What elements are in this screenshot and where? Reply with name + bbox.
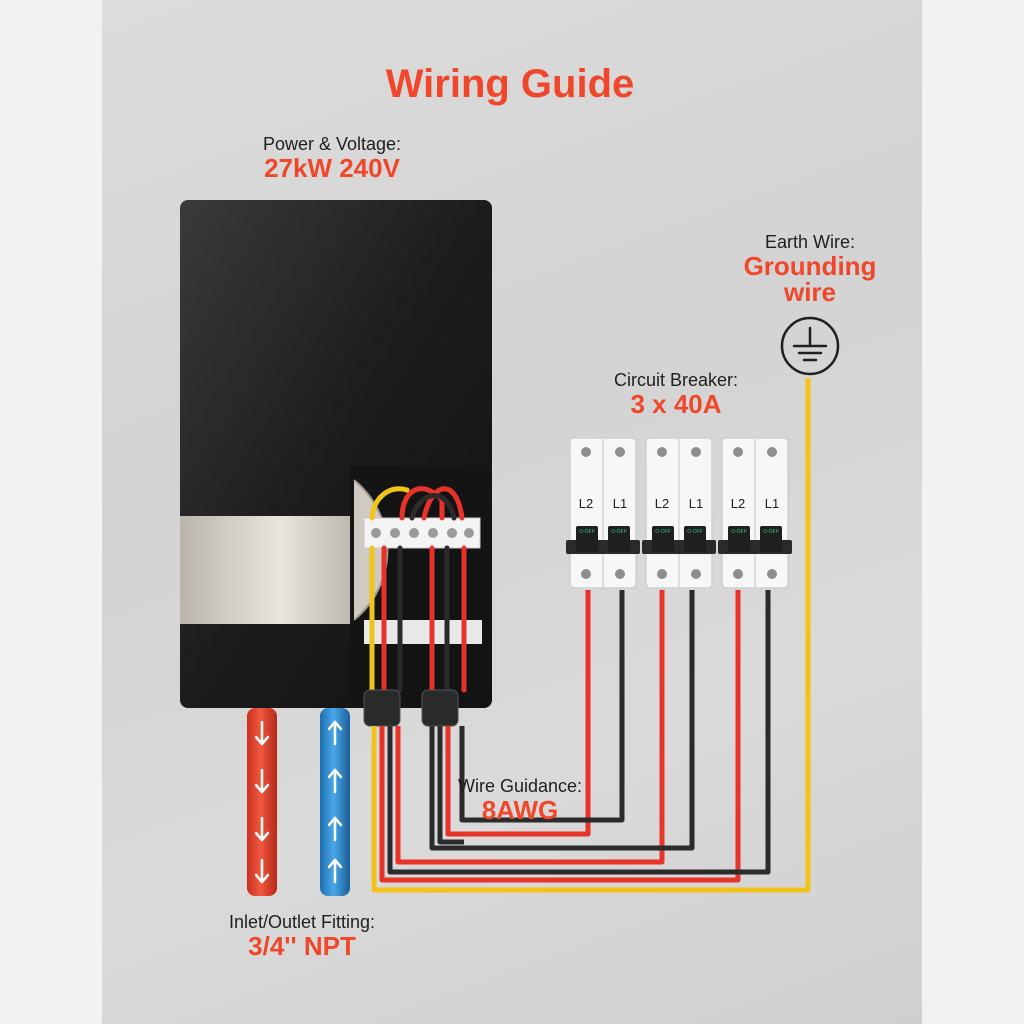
terminal-block xyxy=(363,517,481,549)
ground-symbol xyxy=(780,316,840,376)
wire-l2-breaker-3 xyxy=(379,590,741,883)
breaker-1: O-OFF O-OFF L2 L1 xyxy=(566,437,640,589)
terminal-block-body xyxy=(363,517,481,549)
wire-ground xyxy=(371,378,811,893)
internal-wire-top-black xyxy=(409,493,457,521)
cable-glands xyxy=(363,689,459,727)
breaker-1-top-screw-1 xyxy=(581,447,591,457)
breaker-label: Circuit Breaker: 3 x 40A xyxy=(614,370,738,417)
outlet-arrow-4 xyxy=(254,858,270,884)
heater-silver-band xyxy=(180,516,380,624)
breaker-3-lever-l1 xyxy=(760,526,782,552)
page-title: Wiring Guide xyxy=(385,62,635,106)
breaker-2-bottom-screw-2 xyxy=(691,569,701,579)
internal-wires xyxy=(369,486,467,693)
wire-l1-breaker-3 xyxy=(387,590,771,875)
breaker-3-switch-text-1: O-OFF xyxy=(731,529,747,535)
wire-guide-black xyxy=(437,726,464,845)
breaker-3-lever-l2 xyxy=(728,526,750,552)
inlet-arrow-3 xyxy=(327,816,343,842)
fitting-label: Inlet/Outlet Fitting: 3/4'' NPT xyxy=(229,912,375,959)
earth-caption: Earth Wire: xyxy=(764,232,856,252)
breaker-3-pole-label-l2: L2 xyxy=(731,496,745,511)
breaker-3: O-OFF O-OFF L2 L1 xyxy=(718,437,792,589)
wire-label: Wire Guidance: 8AWG xyxy=(458,776,582,823)
inlet-arrow-1 xyxy=(327,720,343,746)
power-caption: Power & Voltage: xyxy=(262,134,402,154)
wire-caption: Wire Guidance: xyxy=(457,776,583,796)
breaker-2-pole-label-l1: L1 xyxy=(689,496,703,511)
breaker-2-lever-l2 xyxy=(652,526,674,552)
wire-l2-breaker-2 xyxy=(395,590,665,865)
breaker-1-lever-l2 xyxy=(576,526,598,552)
wire-l2-breaker-1 xyxy=(445,590,591,837)
inlet-pipe xyxy=(320,708,350,896)
terminal-screw-3 xyxy=(409,528,419,538)
outlet-pipe-body xyxy=(247,708,277,896)
ground-circle xyxy=(780,316,840,376)
breaker-1-bottom-screw-1 xyxy=(581,569,591,579)
breaker-caption: Circuit Breaker: xyxy=(613,370,739,390)
breaker-2-bottom-screw-1 xyxy=(657,569,667,579)
breaker-1-switch-text-2: O-OFF xyxy=(611,529,627,535)
power-label: Power & Voltage: 27kW 240V xyxy=(263,134,401,181)
power-value: 27kW 240V xyxy=(264,153,400,183)
breaker-2-switch-text-1: O-OFF xyxy=(655,529,671,535)
wire-l1-breaker-1 xyxy=(459,590,625,823)
earth-value-line2: wire xyxy=(783,277,837,307)
wire-value: 8AWG xyxy=(481,795,559,825)
outlet-arrow-1 xyxy=(254,720,270,746)
internal-wire-top-yellow xyxy=(369,486,410,521)
terminal-screw-6 xyxy=(464,528,474,538)
cable-gland-right xyxy=(421,689,459,727)
breaker-2-lever-l1 xyxy=(684,526,706,552)
breaker-2-pole-label-l2: L2 xyxy=(655,496,669,511)
breaker-3-top-screw-1 xyxy=(733,447,743,457)
breaker-3-pole-label-l1: L1 xyxy=(765,496,779,511)
breaker-3-switch-text-2: O-OFF xyxy=(763,529,779,535)
inlet-arrow-4 xyxy=(327,858,343,884)
external-wires xyxy=(371,378,811,893)
fitting-caption: Inlet/Outlet Fitting: xyxy=(228,912,376,932)
breaker-2-top-screw-1 xyxy=(657,447,667,457)
terminal-screw-5 xyxy=(447,528,457,538)
earth-label: Earth Wire: Grounding wire xyxy=(744,232,877,305)
cable-gland-left xyxy=(363,689,401,727)
breaker-1-lever-l1 xyxy=(608,526,630,552)
breaker-2-top-screw-2 xyxy=(691,447,701,457)
breaker-value: 3 x 40A xyxy=(630,389,722,419)
outlet-arrow-2 xyxy=(254,768,270,794)
breaker-3-bottom-screw-1 xyxy=(733,569,743,579)
breaker-1-switch-text-1: O-OFF xyxy=(579,529,595,535)
breaker-2: O-OFF O-OFF L2 L1 xyxy=(642,437,716,589)
terminal-screw-2 xyxy=(390,528,400,538)
breaker-1-pole-label-l2: L2 xyxy=(579,496,593,511)
wiring-diagram: O-OFF O-OFF L2 L1O-OFF O-OFF L2 L1O-OFF O-OFF L2… xyxy=(180,200,840,896)
inlet-pipe-body xyxy=(320,708,350,896)
terminal-screw-4 xyxy=(428,528,438,538)
breaker-1-top-screw-2 xyxy=(615,447,625,457)
wire-l1-breaker-2 xyxy=(429,590,695,851)
breaker-2-switch-text-2: O-OFF xyxy=(687,529,703,535)
outlet-pipe xyxy=(247,708,277,896)
inlet-arrow-2 xyxy=(327,768,343,794)
earth-value-line1: Grounding xyxy=(743,251,877,281)
breaker-3-bottom-screw-2 xyxy=(767,569,777,579)
terminal-screw-1 xyxy=(371,528,381,538)
breaker-3-top-screw-2 xyxy=(767,447,777,457)
fitting-value: 3/4'' NPT xyxy=(248,931,356,961)
circuit-breakers: O-OFF O-OFF L2 L1O-OFF O-OFF L2 L1O-OFF O-OFF L2… xyxy=(566,437,792,589)
outlet-arrow-3 xyxy=(254,816,270,842)
internal-wire-top-red-2 xyxy=(421,486,465,521)
breaker-1-bottom-screw-2 xyxy=(615,569,625,579)
breaker-1-pole-label-l1: L1 xyxy=(613,496,627,511)
